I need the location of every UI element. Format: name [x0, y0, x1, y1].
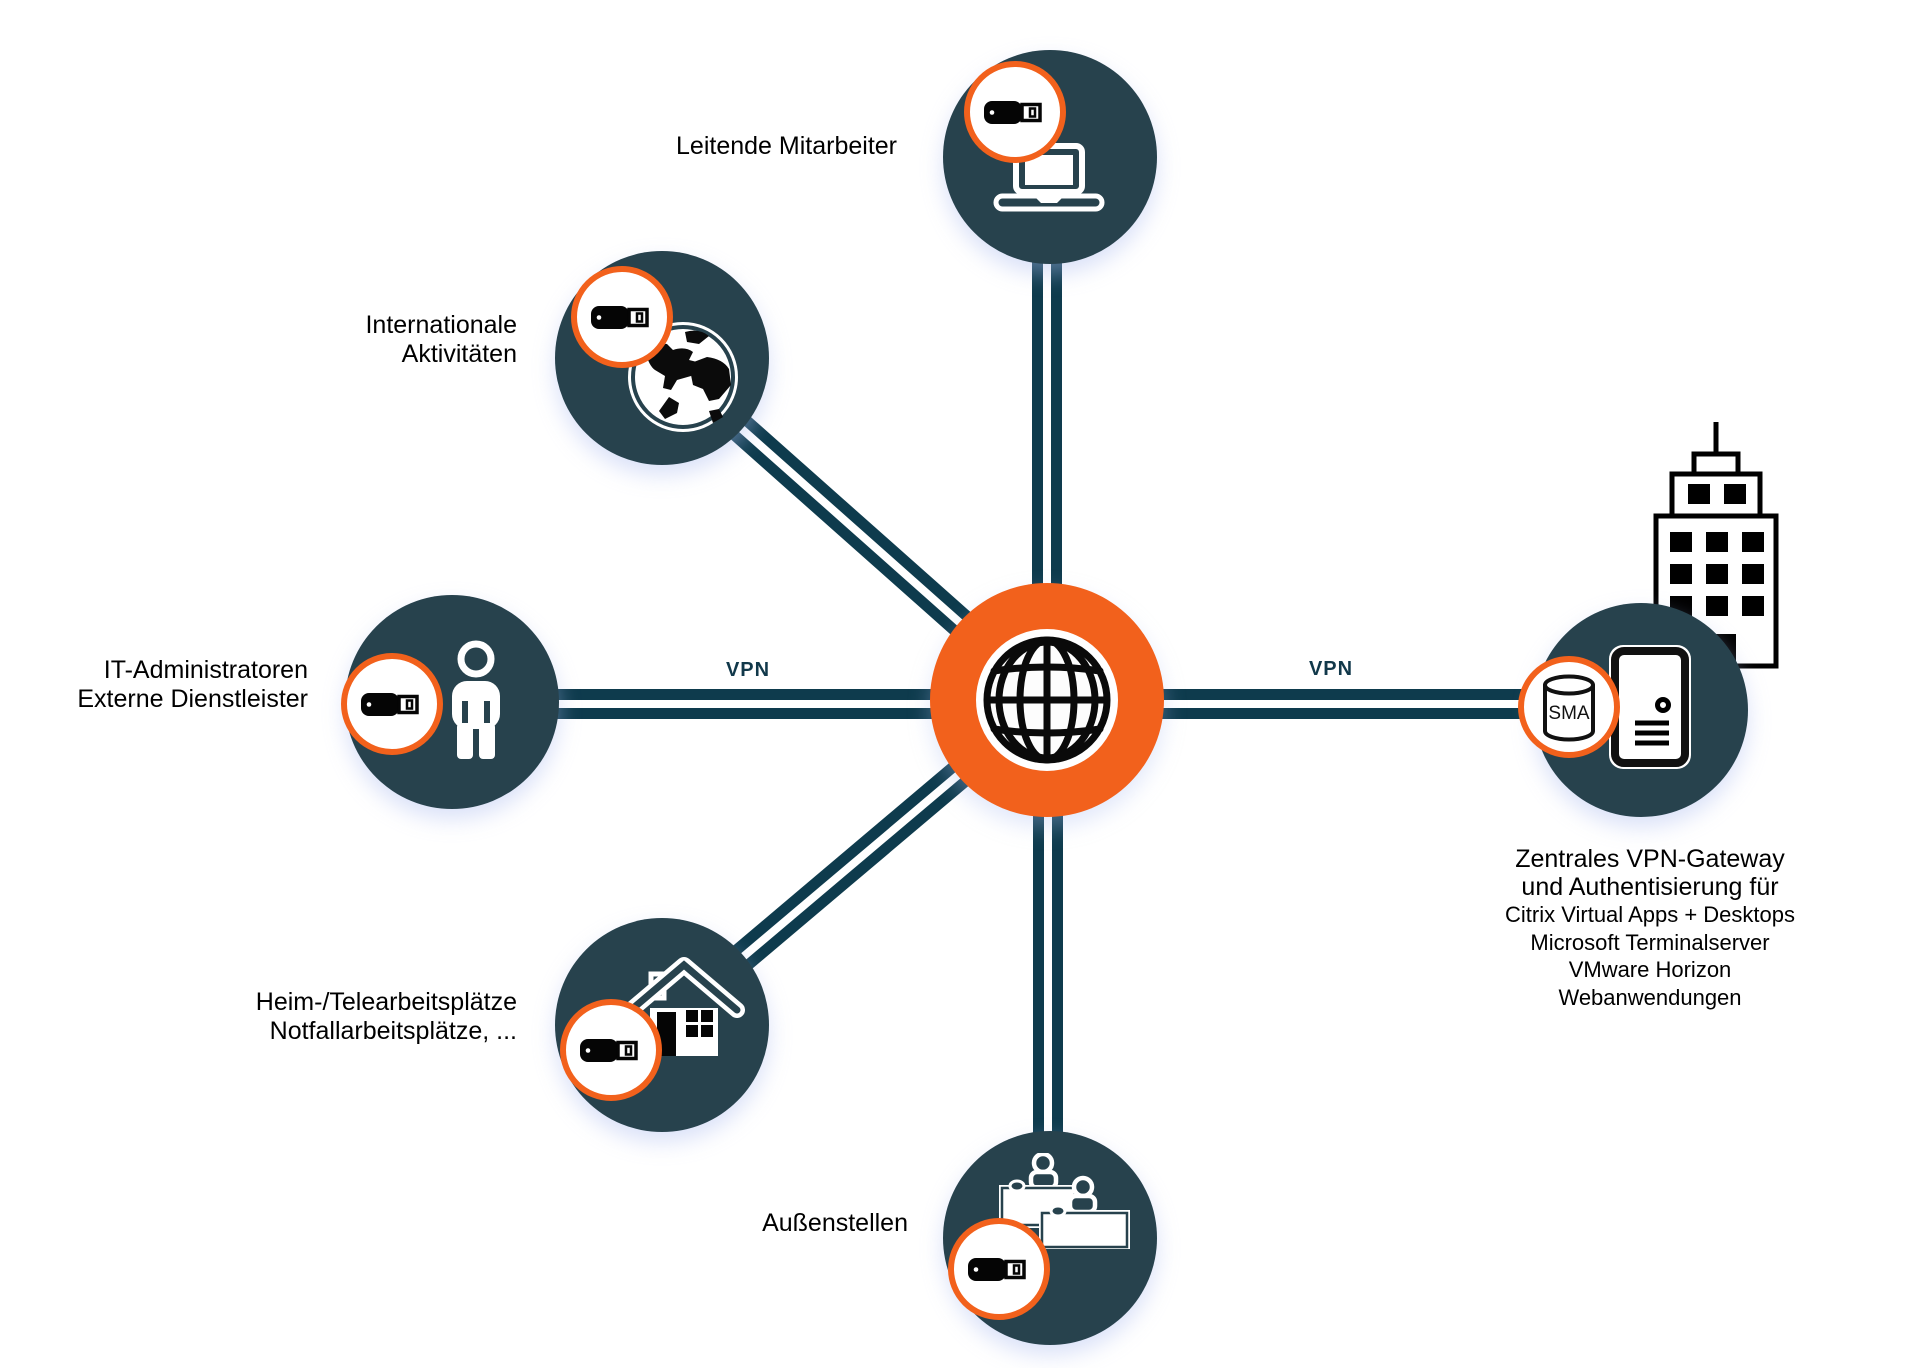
usb-token-icon: [580, 1038, 638, 1062]
label-line: Notfallarbeitsplätze, ...: [269, 1017, 517, 1045]
house-icon: [623, 957, 745, 1056]
usb-token-badge: [560, 999, 662, 1101]
label-heim-telearbeitsplaetze: Heim-/Telearbeitsplätze Notfallarbeitspl…: [256, 988, 517, 1046]
vpn-label-right: VPN: [1308, 658, 1354, 680]
label-line: Webanwendungen: [1558, 984, 1742, 1010]
link-line: [1032, 157, 1043, 702]
usb-token-badge: [341, 653, 443, 755]
usb-token-icon: [591, 305, 649, 329]
label-aussenstellen: Außenstellen: [762, 1209, 908, 1238]
link-line: [1051, 157, 1062, 702]
link-center-top: [1032, 157, 1062, 702]
link-line: [1033, 700, 1044, 1240]
usb-token-badge: [948, 1218, 1050, 1320]
sma-badge-text: SMA: [1548, 703, 1590, 724]
link-line: [1047, 708, 1641, 719]
usb-token-badge: [571, 266, 673, 368]
central-internet-hub: [930, 583, 1164, 817]
label-line: IT-Administratoren: [103, 656, 308, 684]
usb-token-icon: [968, 1257, 1026, 1281]
label-it-administratoren: IT-Administratoren Externe Dienstleister: [77, 656, 308, 714]
label-line: Leitende Mitarbeiter: [676, 132, 897, 160]
label-line: Citrix Virtual Apps + Desktops: [1505, 902, 1795, 927]
link-line: [1052, 700, 1063, 1240]
label-line: Außenstellen: [762, 1209, 908, 1237]
link-center-bottom: [1033, 700, 1063, 1240]
label-line: Microsoft Terminalserver: [1530, 929, 1770, 955]
label-line: Internationale: [365, 311, 517, 339]
label-line: Heim-/Telearbeitsplätze: [255, 988, 517, 1016]
link-center-left: [455, 689, 1047, 719]
label-internationale-aktivitaeten: Internationale Aktivitäten: [365, 311, 517, 369]
usb-token-icon: [361, 692, 419, 716]
server-tower-icon: [1609, 645, 1691, 769]
usb-token-icon: [984, 100, 1042, 124]
sma-database-badge: SMA: [1518, 656, 1620, 758]
label-line: VMware Horizon: [1568, 957, 1732, 982]
usb-token-badge: [964, 61, 1066, 163]
globe-grid-icon: [976, 629, 1118, 771]
label-line: und Authentisierung für: [1521, 872, 1779, 901]
vpn-label-left: VPN: [725, 659, 771, 681]
link-line: [455, 689, 1047, 700]
label-leitende-mitarbeiter: Leitende Mitarbeiter: [676, 132, 897, 161]
link-line: [1047, 689, 1641, 700]
label-line: Externe Dienstleister: [77, 685, 308, 713]
label-line: Zentrales VPN-Gateway: [1515, 845, 1785, 873]
link-line: [455, 708, 1047, 719]
label-vpn-gateway: Zentrales VPN-Gateway und Authentisierun…: [1455, 845, 1845, 1011]
label-line: Aktivitäten: [401, 340, 517, 368]
person-icon: [452, 640, 500, 759]
sma-database-icon: SMA: [1543, 674, 1595, 742]
link-center-right: [1047, 689, 1641, 719]
